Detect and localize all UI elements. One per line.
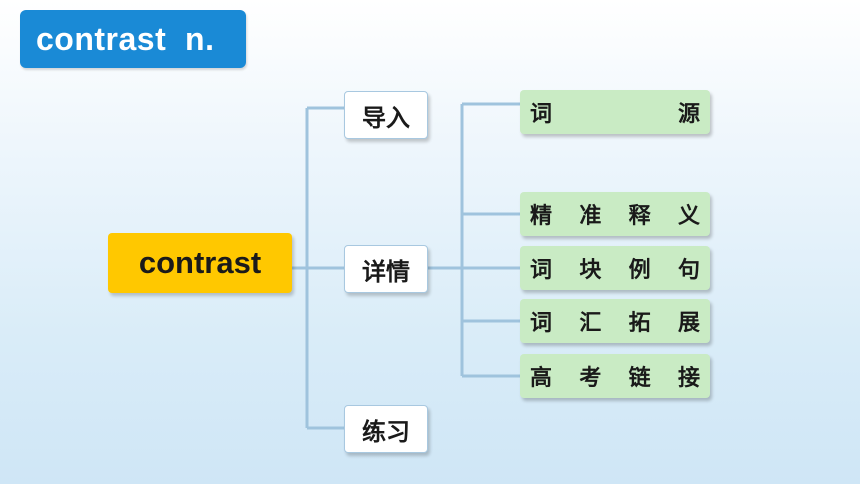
leaf-char: 词 bbox=[530, 258, 553, 283]
leaf-node-etymology[interactable]: 词 源 bbox=[520, 90, 710, 134]
leaf-char: 块 bbox=[579, 258, 602, 283]
leaf-char: 高 bbox=[530, 366, 553, 391]
title-badge: contrast n. bbox=[20, 10, 246, 68]
leaf-char: 词 bbox=[530, 102, 553, 127]
leaf-char: 义 bbox=[677, 204, 700, 229]
branch-node-intro[interactable]: 导入 bbox=[344, 91, 428, 139]
leaf-char: 汇 bbox=[579, 311, 602, 336]
leaf-char: 接 bbox=[677, 366, 700, 391]
leaf-node-definition[interactable]: 精 准 释 义 bbox=[520, 192, 710, 236]
leaf-char: 词 bbox=[530, 311, 553, 336]
leaf-node-examples[interactable]: 词 块 例 句 bbox=[520, 246, 710, 290]
leaf-char: 精 bbox=[530, 204, 553, 229]
leaf-char: 拓 bbox=[628, 311, 651, 336]
leaf-char: 链 bbox=[628, 366, 651, 391]
leaf-char: 句 bbox=[677, 258, 700, 283]
root-node: contrast bbox=[108, 233, 292, 293]
branch-node-practice[interactable]: 练习 bbox=[344, 405, 428, 453]
leaf-char: 考 bbox=[579, 366, 602, 391]
leaf-node-vocabulary[interactable]: 词 汇 拓 展 bbox=[520, 299, 710, 343]
leaf-char: 释 bbox=[628, 204, 651, 229]
leaf-node-exam-link[interactable]: 高 考 链 接 bbox=[520, 354, 710, 398]
leaf-char: 展 bbox=[677, 311, 700, 336]
leaf-char: 准 bbox=[579, 204, 602, 229]
leaf-char: 源 bbox=[677, 102, 700, 127]
branch-node-detail[interactable]: 详情 bbox=[344, 245, 428, 293]
leaf-char: 例 bbox=[628, 258, 651, 283]
